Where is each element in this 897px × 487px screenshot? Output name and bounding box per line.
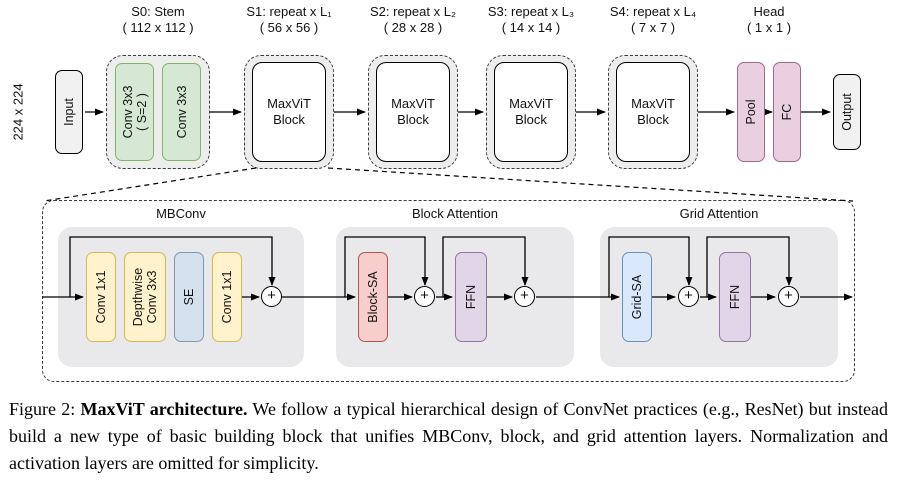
stage-s0-label: S0: Stem ( 112 x 112 ) [106, 4, 210, 36]
block-ffn-box: FFN [455, 252, 487, 342]
input-resolution-label: 224 x 224 [10, 83, 26, 141]
stage-s4-label: S4: repeat x L₄ ( 7 x 7 ) [608, 4, 698, 36]
grid-attention-add-1: + [678, 286, 699, 307]
mbconv-depthwise-conv-label: Depthwise Conv 3x3 [131, 267, 159, 327]
mbconv-conv1x1-b-box: Conv 1x1 [212, 252, 242, 342]
mbconv-conv1x1-a-label: Conv 1x1 [94, 270, 108, 324]
stage-size: ( 112 x 112 ) [122, 20, 194, 35]
caption-title: MaxViT architecture. [80, 399, 248, 419]
stage-title: S1: repeat x L₁ [246, 4, 332, 19]
block-attention-section-label: Block Attention [412, 206, 498, 221]
output-box: Output [833, 74, 861, 150]
stage-s1-label: S1: repeat x L₁ ( 56 x 56 ) [244, 4, 334, 36]
figure-caption: Figure 2: MaxViT architecture. We follow… [0, 390, 897, 477]
block-sa-box: Block-SA [358, 252, 388, 342]
stage-title: S0: Stem [131, 4, 185, 19]
input-label: Input [62, 98, 76, 126]
block-ffn-label: FFN [464, 284, 478, 310]
stem-conv1-box: Conv 3x3 ( S=2 ) [115, 63, 154, 161]
stage-title: Head [753, 4, 785, 19]
stage-size: ( 28 x 28 ) [383, 20, 443, 35]
grid-ffn-label: FFN [728, 284, 742, 310]
grid-sa-label: Grid-SA [630, 274, 644, 320]
fc-label: FC [780, 103, 794, 121]
mbconv-se-label: SE [182, 288, 196, 306]
fc-box: FC [773, 62, 801, 162]
maxvit-block-s4: MaxViT Block [616, 62, 690, 162]
stage-head-label: Head ( 1 x 1 ) [737, 4, 801, 36]
block-attention-add-2: + [514, 286, 535, 307]
mbconv-section-label: MBConv [156, 206, 206, 221]
grid-attention-section-label: Grid Attention [679, 206, 759, 221]
mbconv-se-box: SE [174, 252, 204, 342]
caption-text: We follow a typical hierarchical design … [9, 399, 888, 473]
stage-s2-label: S2: repeat x L₂ ( 28 x 28 ) [368, 4, 458, 36]
mbconv-conv1x1-a-box: Conv 1x1 [86, 252, 116, 342]
grid-ffn-box: FFN [719, 252, 751, 342]
stem-conv2-box: Conv 3x3 [162, 63, 201, 161]
stage-title: S4: repeat x L₄ [609, 4, 697, 19]
mbconv-conv1x1-b-label: Conv 1x1 [220, 270, 234, 324]
stage-title: S3: repeat x L₃ [487, 4, 575, 19]
stem-conv1-label: Conv 3x3 ( S=2 ) [120, 85, 149, 139]
stage-size: ( 7 x 7 ) [630, 20, 676, 35]
stage-size: ( 1 x 1 ) [746, 20, 792, 35]
stage-size: ( 14 x 14 ) [501, 20, 561, 35]
stage-s3-label: S3: repeat x L₃ ( 14 x 14 ) [486, 4, 576, 36]
architecture-diagram: S0: Stem ( 112 x 112 ) S1: repeat x L₁ (… [10, 4, 861, 382]
stem-conv2-label: Conv 3x3 [174, 85, 189, 139]
caption-figure-label: Figure 2: [9, 399, 81, 419]
stage-size: ( 56 x 56 ) [259, 20, 319, 35]
maxvit-block-s1: MaxViT Block [252, 62, 326, 162]
pool-label: Pool [744, 99, 758, 125]
output-label: Output [840, 93, 854, 131]
input-box: Input [55, 70, 83, 154]
mbconv-residual-add: + [261, 286, 282, 307]
pool-box: Pool [737, 62, 765, 162]
block-sa-label: Block-SA [366, 271, 380, 323]
mbconv-depthwise-conv-box: Depthwise Conv 3x3 [124, 252, 166, 342]
grid-sa-box: Grid-SA [622, 252, 652, 342]
grid-attention-add-2: + [778, 286, 799, 307]
maxvit-block-s3: MaxViT Block [494, 62, 568, 162]
maxvit-block-s2: MaxViT Block [376, 62, 450, 162]
block-attention-add-1: + [414, 286, 435, 307]
stage-title: S2: repeat x L₂ [370, 4, 456, 19]
expansion-dashed-lines [43, 167, 854, 202]
